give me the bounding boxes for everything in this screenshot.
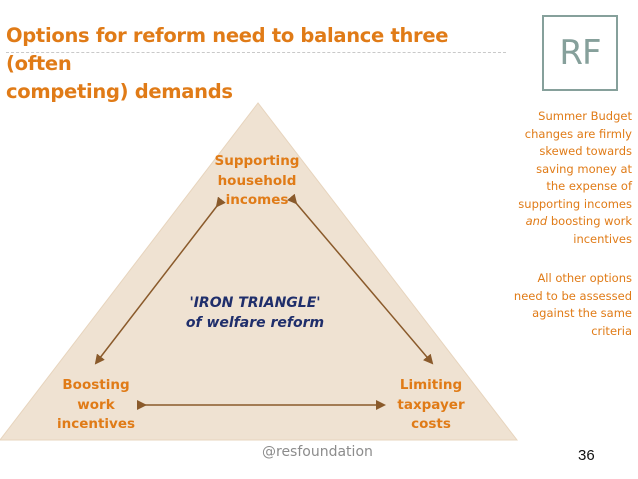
note1-line: the expense of: [546, 179, 632, 193]
node-limiting-costs: Limiting taxpayer costs: [388, 376, 474, 435]
center-label-line-1: 'IRON TRIANGLE': [189, 295, 321, 311]
side-note-budget: Summer Budget changes are firmly skewed …: [502, 108, 632, 248]
note1-line: changes are firmly: [524, 126, 632, 141]
node-boosting-incentives: Boosting work incentives: [48, 376, 144, 435]
title-line-1: Options for reform need to balance three…: [6, 24, 449, 75]
node-label-line: Limiting: [399, 377, 463, 393]
twitter-handle: @resfoundation: [262, 444, 373, 460]
rf-logo-text: RF: [559, 33, 601, 73]
page-number: 36: [578, 447, 595, 464]
node-label-line: household: [217, 172, 297, 189]
arrow-top-right: [287, 193, 434, 365]
iron-triangle-label: 'IRON TRIANGLE' of welfare reform: [160, 293, 350, 333]
arrow-top-left: [94, 196, 226, 365]
note2-line: need to be assessed: [513, 288, 632, 303]
node-label-line: work: [77, 396, 115, 413]
node-supporting-incomes: Supporting household incomes: [205, 152, 309, 211]
side-note-criteria: All other options need to be assessed ag…: [502, 270, 632, 340]
note1-line: Summer Budget: [538, 109, 632, 123]
node-label-line: taxpayer: [397, 396, 465, 413]
node-label-line: incomes: [225, 192, 289, 208]
note1-italic-word: and: [525, 214, 548, 228]
slide-title: Options for reform need to balance three…: [6, 22, 506, 106]
note1-line: incentives: [573, 231, 632, 246]
node-label-line: Boosting: [62, 377, 130, 393]
node-label-line: incentives: [56, 416, 136, 432]
note1-line: skewed towards: [539, 144, 632, 158]
title-line-2: competing) demands: [6, 80, 233, 103]
note2-line: criteria: [591, 323, 632, 338]
note2-line: against the same: [532, 306, 632, 320]
node-label-line: Supporting: [214, 153, 300, 169]
note1-line: supporting incomes: [518, 196, 632, 211]
node-label-line: costs: [411, 416, 451, 432]
center-label-line-2: of welfare reform: [185, 315, 325, 331]
note1-line: boosting work: [547, 214, 632, 228]
note2-line: All other options: [537, 271, 632, 285]
note1-line: saving money at: [536, 161, 632, 176]
title-divider: [6, 52, 506, 53]
rf-logo: RF: [542, 15, 618, 91]
